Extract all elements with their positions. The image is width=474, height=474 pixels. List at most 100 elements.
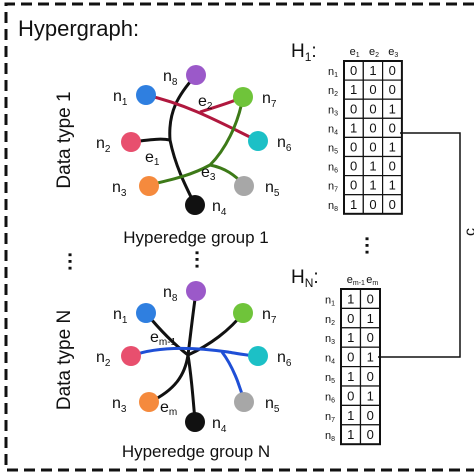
edge-label-e2: e2 [198,93,213,112]
matrix-cell-value: 0 [350,178,357,193]
node-n7 [233,87,253,107]
node-label-n2: n2 [96,135,111,155]
matrix-row-label-n2: n2 [328,85,338,98]
node-label-n3: n3 [112,179,127,199]
node-label-n7: n7 [262,90,277,110]
node-n4 [185,195,205,215]
node-n6 [248,131,268,151]
matrix-cell-value: 0 [389,82,396,97]
matrix-row-label-n4: n4 [325,353,335,366]
matrix-cell-value: 0 [367,369,374,384]
matrix-cell-value: 0 [369,197,376,212]
node-n6 [248,346,268,366]
node-n8 [186,65,206,85]
nodes-group-1: n8 n1 n7 n2 n6 n3 n5 n4 [96,65,292,218]
matrix-row-label-n1: n1 [325,294,335,307]
matrix-row-label-n6: n6 [328,162,338,175]
node-n4 [185,412,205,432]
matrix-cell-value: 0 [369,140,376,155]
node-n1 [136,85,156,105]
matrix-row-label-n7: n7 [325,411,335,424]
node-n3 [139,176,159,196]
matrix-cell-value: 0 [367,408,374,423]
matrix-cell-value: 0 [369,101,376,116]
matrix-cell-value: 1 [350,197,357,212]
node-n8 [186,281,206,301]
matrix-cell-value: 1 [389,140,396,155]
vertical-ellipsis-left: ··· [58,252,80,272]
matrix-cell-value: 1 [369,178,376,193]
matrix-1-title: H1: [291,41,317,64]
hyperedge-em-1-branch-c [186,354,197,421]
node-label-n7: n7 [262,306,277,326]
node-n1 [136,303,156,323]
matrix-cell-value: 0 [389,197,396,212]
matrix-row-label-n4: n4 [328,123,338,136]
matrix-row-label-n8: n8 [325,430,335,443]
matrix-cell-value: 1 [347,427,354,442]
matrix-cell-value: 0 [347,350,354,365]
node-label-n1: n1 [113,88,128,108]
matrix-cell-value: 0 [367,330,374,345]
matrix-cell-value: 0 [347,311,354,326]
matrix-border [343,60,403,215]
matrix-column-header: e1 [350,46,360,59]
matrix-cell-value: 0 [369,82,376,97]
matrix-cell-value: 0 [367,427,374,442]
node-label-n4: n4 [212,415,227,435]
hyperedge-e1 [168,73,198,206]
cropped-glyph: c [462,228,474,236]
figure-title: Hypergraph: [18,16,139,41]
matrix-cell-value: 1 [350,120,357,135]
matrix-cell-value: 1 [347,330,354,345]
matrix-cell-value: 1 [389,178,396,193]
matrix-cell-value: 1 [369,63,376,78]
matrix-row-label-n3: n3 [325,333,335,346]
side-label-data-type-1: Data type 1 [54,91,75,188]
matrix-cell-value: 0 [347,388,354,403]
matrix-border [340,288,381,446]
node-label-n6: n6 [277,134,292,154]
matrix-row-label-n2: n2 [325,314,335,327]
node-n2 [121,346,141,366]
matrix-cell-value: 1 [350,82,357,97]
node-n7 [233,303,253,323]
matrix-cell-value: 0 [350,159,357,174]
node-label-n5: n5 [265,395,280,415]
dashed-frame [4,2,474,472]
matrix-column-header: e2 [369,46,379,59]
matrix-N-title: HN: [291,267,319,290]
matrix-cell-value: 0 [350,63,357,78]
hyperedge-e2 [145,93,259,143]
caption-hyperedge-group-N: Hyperedge group N [122,442,270,461]
node-label-n6: n6 [277,349,292,369]
edge-label-em: em [160,399,177,418]
caption-hyperedge-group-1: Hyperedge group 1 [123,228,269,247]
node-label-n2: n2 [96,349,111,369]
hyperedges-group-1 [130,73,259,206]
matrix-cell-value: 0 [350,101,357,116]
matrix-cell-value: 0 [389,159,396,174]
matrix-cell-value: 1 [347,408,354,423]
matrix-cell-value: 0 [389,63,396,78]
matrix-row-label-n7: n7 [328,181,338,194]
matrix-row-label-n1: n1 [328,66,338,79]
node-label-n8: n8 [163,284,178,304]
matrix-connector [378,132,461,358]
matrix-cell-value: 1 [389,101,396,116]
matrix-row-label-n5: n5 [325,372,335,385]
node-label-n8: n8 [163,68,178,88]
matrix-row-label-n5: n5 [328,143,338,156]
node-n3 [139,392,159,412]
matrix-cell-value: 1 [347,291,354,306]
vertical-ellipsis-middle: ··· [185,250,207,270]
node-label-n1: n1 [113,306,128,326]
side-label-data-type-n: Data type N [54,310,75,410]
node-label-n4: n4 [212,198,227,218]
node-label-n5: n5 [265,179,280,199]
matrix-cell-value: 1 [367,311,374,326]
